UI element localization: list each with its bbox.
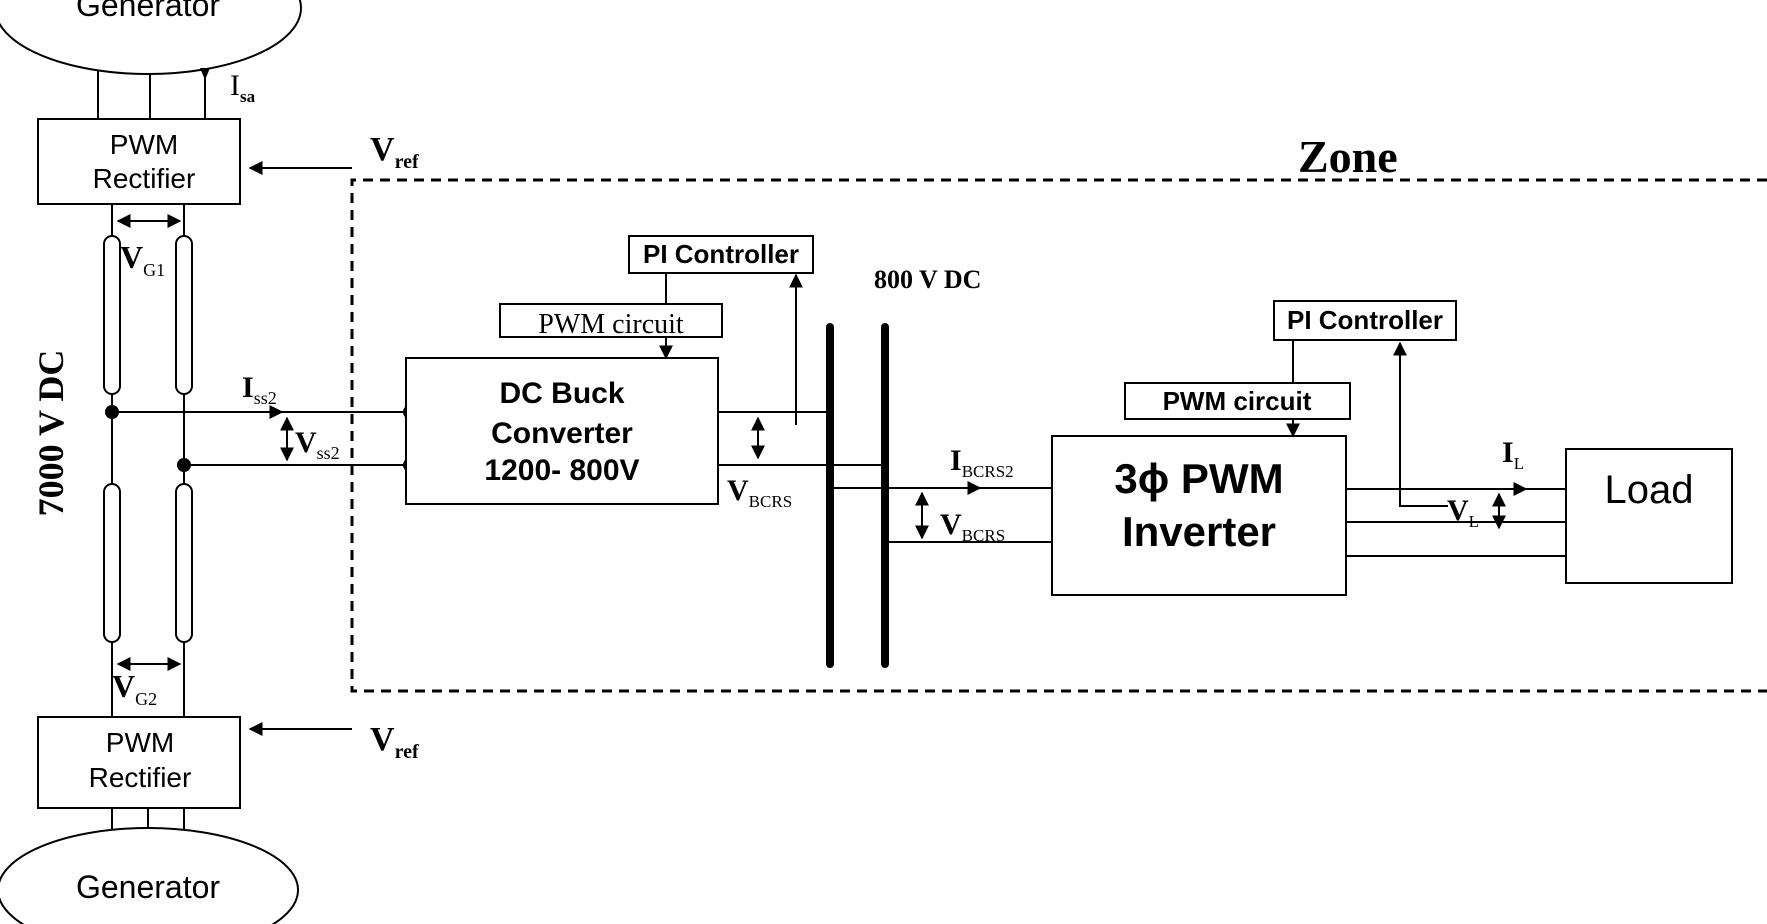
ibcrs2-label: IBCRS2 <box>950 444 1014 481</box>
vss2-label: Vss2 <box>295 426 340 463</box>
top-generator-label: Generator <box>76 0 220 23</box>
iss2-label: Iss2 <box>242 371 277 408</box>
node-left-top <box>105 405 119 419</box>
inverter-line1: 3ϕ PWM <box>1114 455 1283 502</box>
node-right-bottom <box>177 458 191 472</box>
top-rectifier-line1: PWM <box>110 129 178 160</box>
zone-boundary <box>350 178 1767 693</box>
bottom-pwm-rectifier <box>37 716 241 809</box>
pwm-circuit-inverter <box>1124 382 1351 420</box>
vg2-label: VG2 <box>112 668 157 709</box>
isa-label: Isa <box>230 69 256 106</box>
pi-controller-buck-label: PI Controller <box>643 239 799 269</box>
vref-bottom-label: Vref <box>370 721 419 763</box>
pi-controller-buck <box>628 235 814 274</box>
bottom-rectifier-line1: PWM <box>106 727 174 758</box>
three-phase-pwm-inverter <box>1051 435 1347 596</box>
buck-line3: 1200- 800V <box>484 454 639 487</box>
cable-lower-left <box>103 483 121 643</box>
pi-controller-inverter-label: PI Controller <box>1287 305 1443 335</box>
vbcrs-right-label: VBCRS <box>940 508 1005 545</box>
inverter-line2: Inverter <box>1122 508 1276 555</box>
bottom-generator-label: Generator <box>76 869 220 905</box>
cable-upper-left <box>103 235 121 395</box>
pwm-circuit-buck-label: PWM circuit <box>538 309 684 340</box>
pwm-circuit-inverter-label: PWM circuit <box>1163 386 1312 416</box>
load-label: Load <box>1605 468 1694 512</box>
top-pwm-rectifier <box>37 118 241 205</box>
cable-lower-right <box>175 483 193 643</box>
dc-buck-converter <box>405 357 719 505</box>
vref-top-label: Vref <box>370 131 419 173</box>
top-generator <box>0 0 302 75</box>
il-label: IL <box>1502 436 1524 473</box>
load-box <box>1565 448 1733 584</box>
bottom-generator <box>0 827 299 924</box>
bottom-rectifier-line2: Rectifier <box>89 762 192 793</box>
pi-controller-inverter <box>1273 300 1457 341</box>
bus-label: 800 V DC <box>874 265 981 294</box>
vbcrs-left-label: VBCRS <box>727 474 792 511</box>
pwm-circuit-buck <box>499 303 723 338</box>
isa-arrowhead <box>200 68 210 80</box>
inverter-feedback <box>1393 341 1448 507</box>
buck-line2: Converter <box>491 417 633 450</box>
top-generator-leads <box>97 68 206 119</box>
dc-link-label: 7000 V DC <box>31 350 71 517</box>
zone-label: Zone <box>1298 131 1398 182</box>
top-rectifier-line2: Rectifier <box>93 163 196 194</box>
cable-upper-right <box>175 235 193 395</box>
buck-line1: DC Buck <box>499 377 624 410</box>
vl-label: VL <box>1447 494 1479 531</box>
vg1-label: VG1 <box>120 239 165 280</box>
